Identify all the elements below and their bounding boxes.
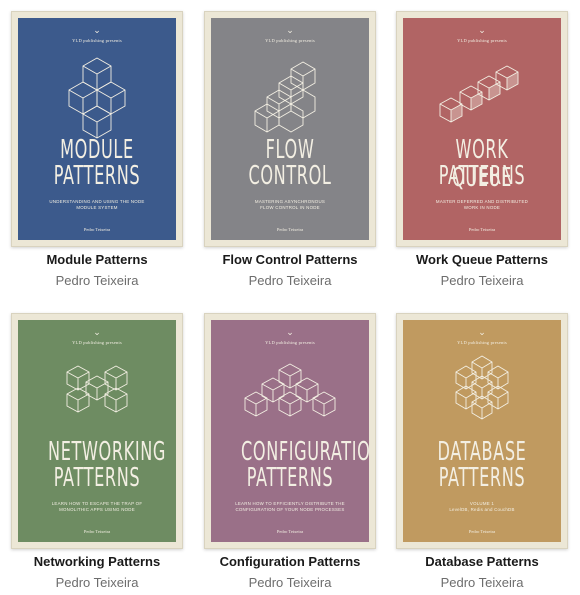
chevron-logo-icon: ⌄ (286, 25, 294, 35)
cover-author: Pedro Teixeira (468, 227, 496, 232)
book-cover[interactable]: ⌄ YLD publishing presents CONFIGURATION … (204, 313, 376, 549)
book-cover[interactable]: ⌄ YLD publishing presents DATABASE PATTE… (396, 313, 568, 549)
cover-subtitle-line2: MONOLITHIC APPS USING NODE (59, 507, 135, 512)
book-author[interactable]: Pedro Teixeira (248, 273, 332, 288)
cover-publisher: YLD publishing presents (265, 340, 315, 345)
cover-art: ⌄ YLD publishing presents MODULE PATTERN… (18, 18, 176, 240)
cover-subtitle-line2: LevelDB, Redis and CouchDB (449, 507, 515, 512)
book-title[interactable]: Configuration Patterns (219, 554, 361, 569)
cover-art: ⌄ YLD publishing presents FLOW CONTROL M… (211, 18, 369, 240)
book-title[interactable]: Database Patterns (425, 554, 539, 569)
cover-publisher: YLD publishing presents (265, 38, 315, 43)
cube-stairs-icon (254, 61, 316, 133)
cover-title-line1: DATABASE (437, 437, 527, 467)
cover-title-line2: PATTERNS (438, 161, 526, 191)
cover-art: ⌄ YLD publishing presents DATABASE PATTE… (403, 320, 561, 542)
cover-subtitle-line1: VOLUME 1 (469, 501, 495, 506)
chevron-logo-icon: ⌄ (478, 25, 486, 35)
cover-author: Pedro Teixeira (83, 529, 111, 534)
cover-title-line2: PATTERNS (53, 463, 141, 493)
book-author[interactable]: Pedro Teixeira (248, 575, 332, 590)
cover-subtitle-line1: MASTER DEFERRED AND DISTRIBUTED (435, 199, 529, 204)
chevron-logo-icon: ⌄ (93, 327, 101, 337)
cover-art: ⌄ YLD publishing presents NETWORKING PAT… (18, 320, 176, 542)
cover-title-line2: CONTROL (248, 161, 332, 191)
cube-tree-icon (244, 363, 336, 417)
cover-title-line1: NETWORKING (48, 437, 167, 467)
cover-title-line2: PATTERNS (246, 463, 334, 493)
cube-grid-icon (455, 355, 509, 420)
cover-author: Pedro Teixeira (276, 529, 304, 534)
cover-subtitle-line1: LEARN HOW TO EFFICIENTLY DISTRIBUTE THE (235, 501, 345, 506)
cover-title-line2: PATTERNS (53, 161, 141, 191)
cover-subtitle-line1: MASTERING ASYNCHRONOUS (254, 199, 326, 204)
cover-subtitle-line1: UNDERSTANDING AND USING THE NODE (49, 199, 145, 204)
cube-cluster-icon (68, 57, 126, 139)
chevron-logo-icon: ⌄ (478, 327, 486, 337)
cover-title-line1: MODULE (60, 135, 134, 165)
chevron-logo-icon: ⌄ (286, 327, 294, 337)
book-author[interactable]: Pedro Teixeira (440, 575, 524, 590)
book-author[interactable]: Pedro Teixeira (55, 575, 139, 590)
cover-title-line1: CONFIGURATION (241, 437, 369, 467)
book-title[interactable]: Flow Control Patterns (222, 252, 358, 267)
book-title[interactable]: Work Queue Patterns (416, 252, 548, 267)
cover-subtitle-line1: LEARN HOW TO ESCAPE THE TRAP OF (51, 501, 143, 506)
book-cover[interactable]: ⌄ YLD publishing presents MODULE PATTERN… (11, 11, 183, 247)
cube-queue-icon (439, 65, 519, 123)
cover-title-line2: PATTERNS (438, 463, 526, 493)
book-title[interactable]: Module Patterns (46, 252, 148, 267)
cover-publisher: YLD publishing presents (72, 340, 122, 345)
cover-publisher: YLD publishing presents (457, 340, 507, 345)
cover-subtitle-line2: FLOW CONTROL IN NODE (260, 205, 320, 210)
cover-author: Pedro Teixeira (468, 529, 496, 534)
book-cover[interactable]: ⌄ YLD publishing presents FLOW CONTROL M… (204, 11, 376, 247)
cover-subtitle-line2: WORK IN NODE (463, 205, 501, 210)
book-cover[interactable]: ⌄ YLD publishing presents NETWORKING PAT… (11, 313, 183, 549)
cover-publisher: YLD publishing presents (72, 38, 122, 43)
cover-art: ⌄ YLD publishing presents CONFIGURATION … (211, 320, 369, 542)
cover-subtitle-line2: CONFIGURATION OF YOUR NODE PROCESSES (235, 507, 345, 512)
book-title[interactable]: Networking Patterns (33, 554, 161, 569)
cover-art: ⌄ YLD publishing presents WORK QUEUE PAT… (403, 18, 561, 240)
book-author[interactable]: Pedro Teixeira (55, 273, 139, 288)
book-cover[interactable]: ⌄ YLD publishing presents WORK QUEUE PAT… (396, 11, 568, 247)
cover-title-line1: FLOW (265, 135, 315, 165)
cover-author: Pedro Teixeira (276, 227, 304, 232)
cover-publisher: YLD publishing presents (457, 38, 507, 43)
cover-title-line1: WORK QUEUE (452, 135, 512, 193)
cover-author: Pedro Teixeira (83, 227, 111, 232)
book-author[interactable]: Pedro Teixeira (440, 273, 524, 288)
cover-subtitle-line2: MODULE SYSTEM (76, 205, 118, 210)
chevron-logo-icon: ⌄ (93, 25, 101, 35)
cube-network-icon (66, 365, 128, 413)
